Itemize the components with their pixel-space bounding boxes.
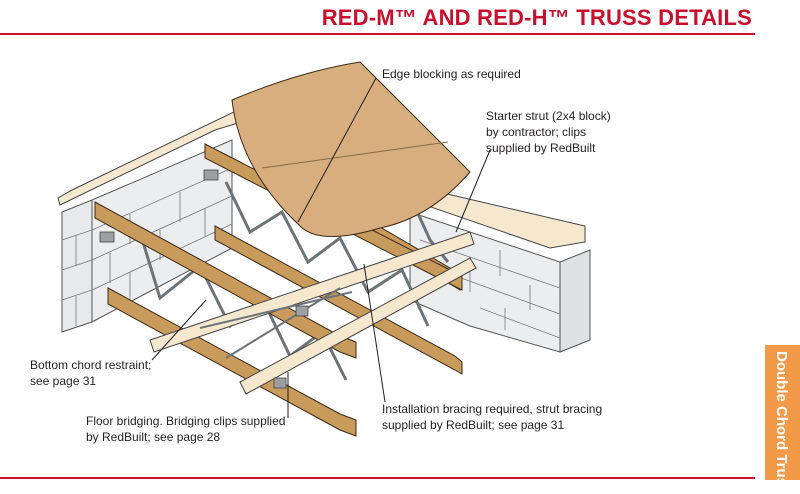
side-tab: Double Chord Truss [765, 345, 800, 494]
callout-line: supplied by RedBuilt; see page 31 [382, 418, 565, 432]
callout-line: Edge blocking as required [382, 67, 521, 81]
block-wall-left [61, 139, 233, 333]
floor-bridging [149, 231, 477, 395]
truss-illustration [57, 61, 591, 437]
side-tab-label: Double Chord Truss [773, 351, 790, 494]
page-title: RED-M™ AND RED-H™ TRUSS DETAILS [321, 5, 752, 30]
callout-line: Bottom chord restraint; [30, 358, 152, 372]
title-rule [0, 33, 755, 35]
callout-bottom-chord-restraint: Bottom chord restraint; see page 31 [30, 357, 151, 389]
callout-installation-bracing: Installation bracing required, strut bra… [382, 401, 602, 433]
callout-line: Installation bracing required, strut bra… [382, 402, 603, 416]
callout-line: supplied by RedBuilt [486, 141, 596, 155]
callout-line: see page 31 [30, 374, 97, 388]
callout-line: Starter strut (2x4 block) [486, 109, 611, 123]
strut-clips [99, 169, 309, 389]
callout-edge-blocking: Edge blocking as required [382, 66, 521, 82]
callout-line: Floor bridging. Bridging clips supplied [86, 414, 286, 428]
callout-line: by RedBuilt; see page 28 [86, 430, 221, 444]
callout-starter-strut: Starter strut (2x4 block) by contractor;… [486, 108, 611, 156]
callout-line: by contractor; clips [486, 125, 587, 139]
sheathing-panel [231, 61, 471, 237]
bottom-rule [0, 477, 755, 479]
leader-lines [151, 77, 491, 418]
sheathing-joint [261, 141, 449, 169]
callout-floor-bridging: Floor bridging. Bridging clips supplied … [86, 413, 285, 445]
